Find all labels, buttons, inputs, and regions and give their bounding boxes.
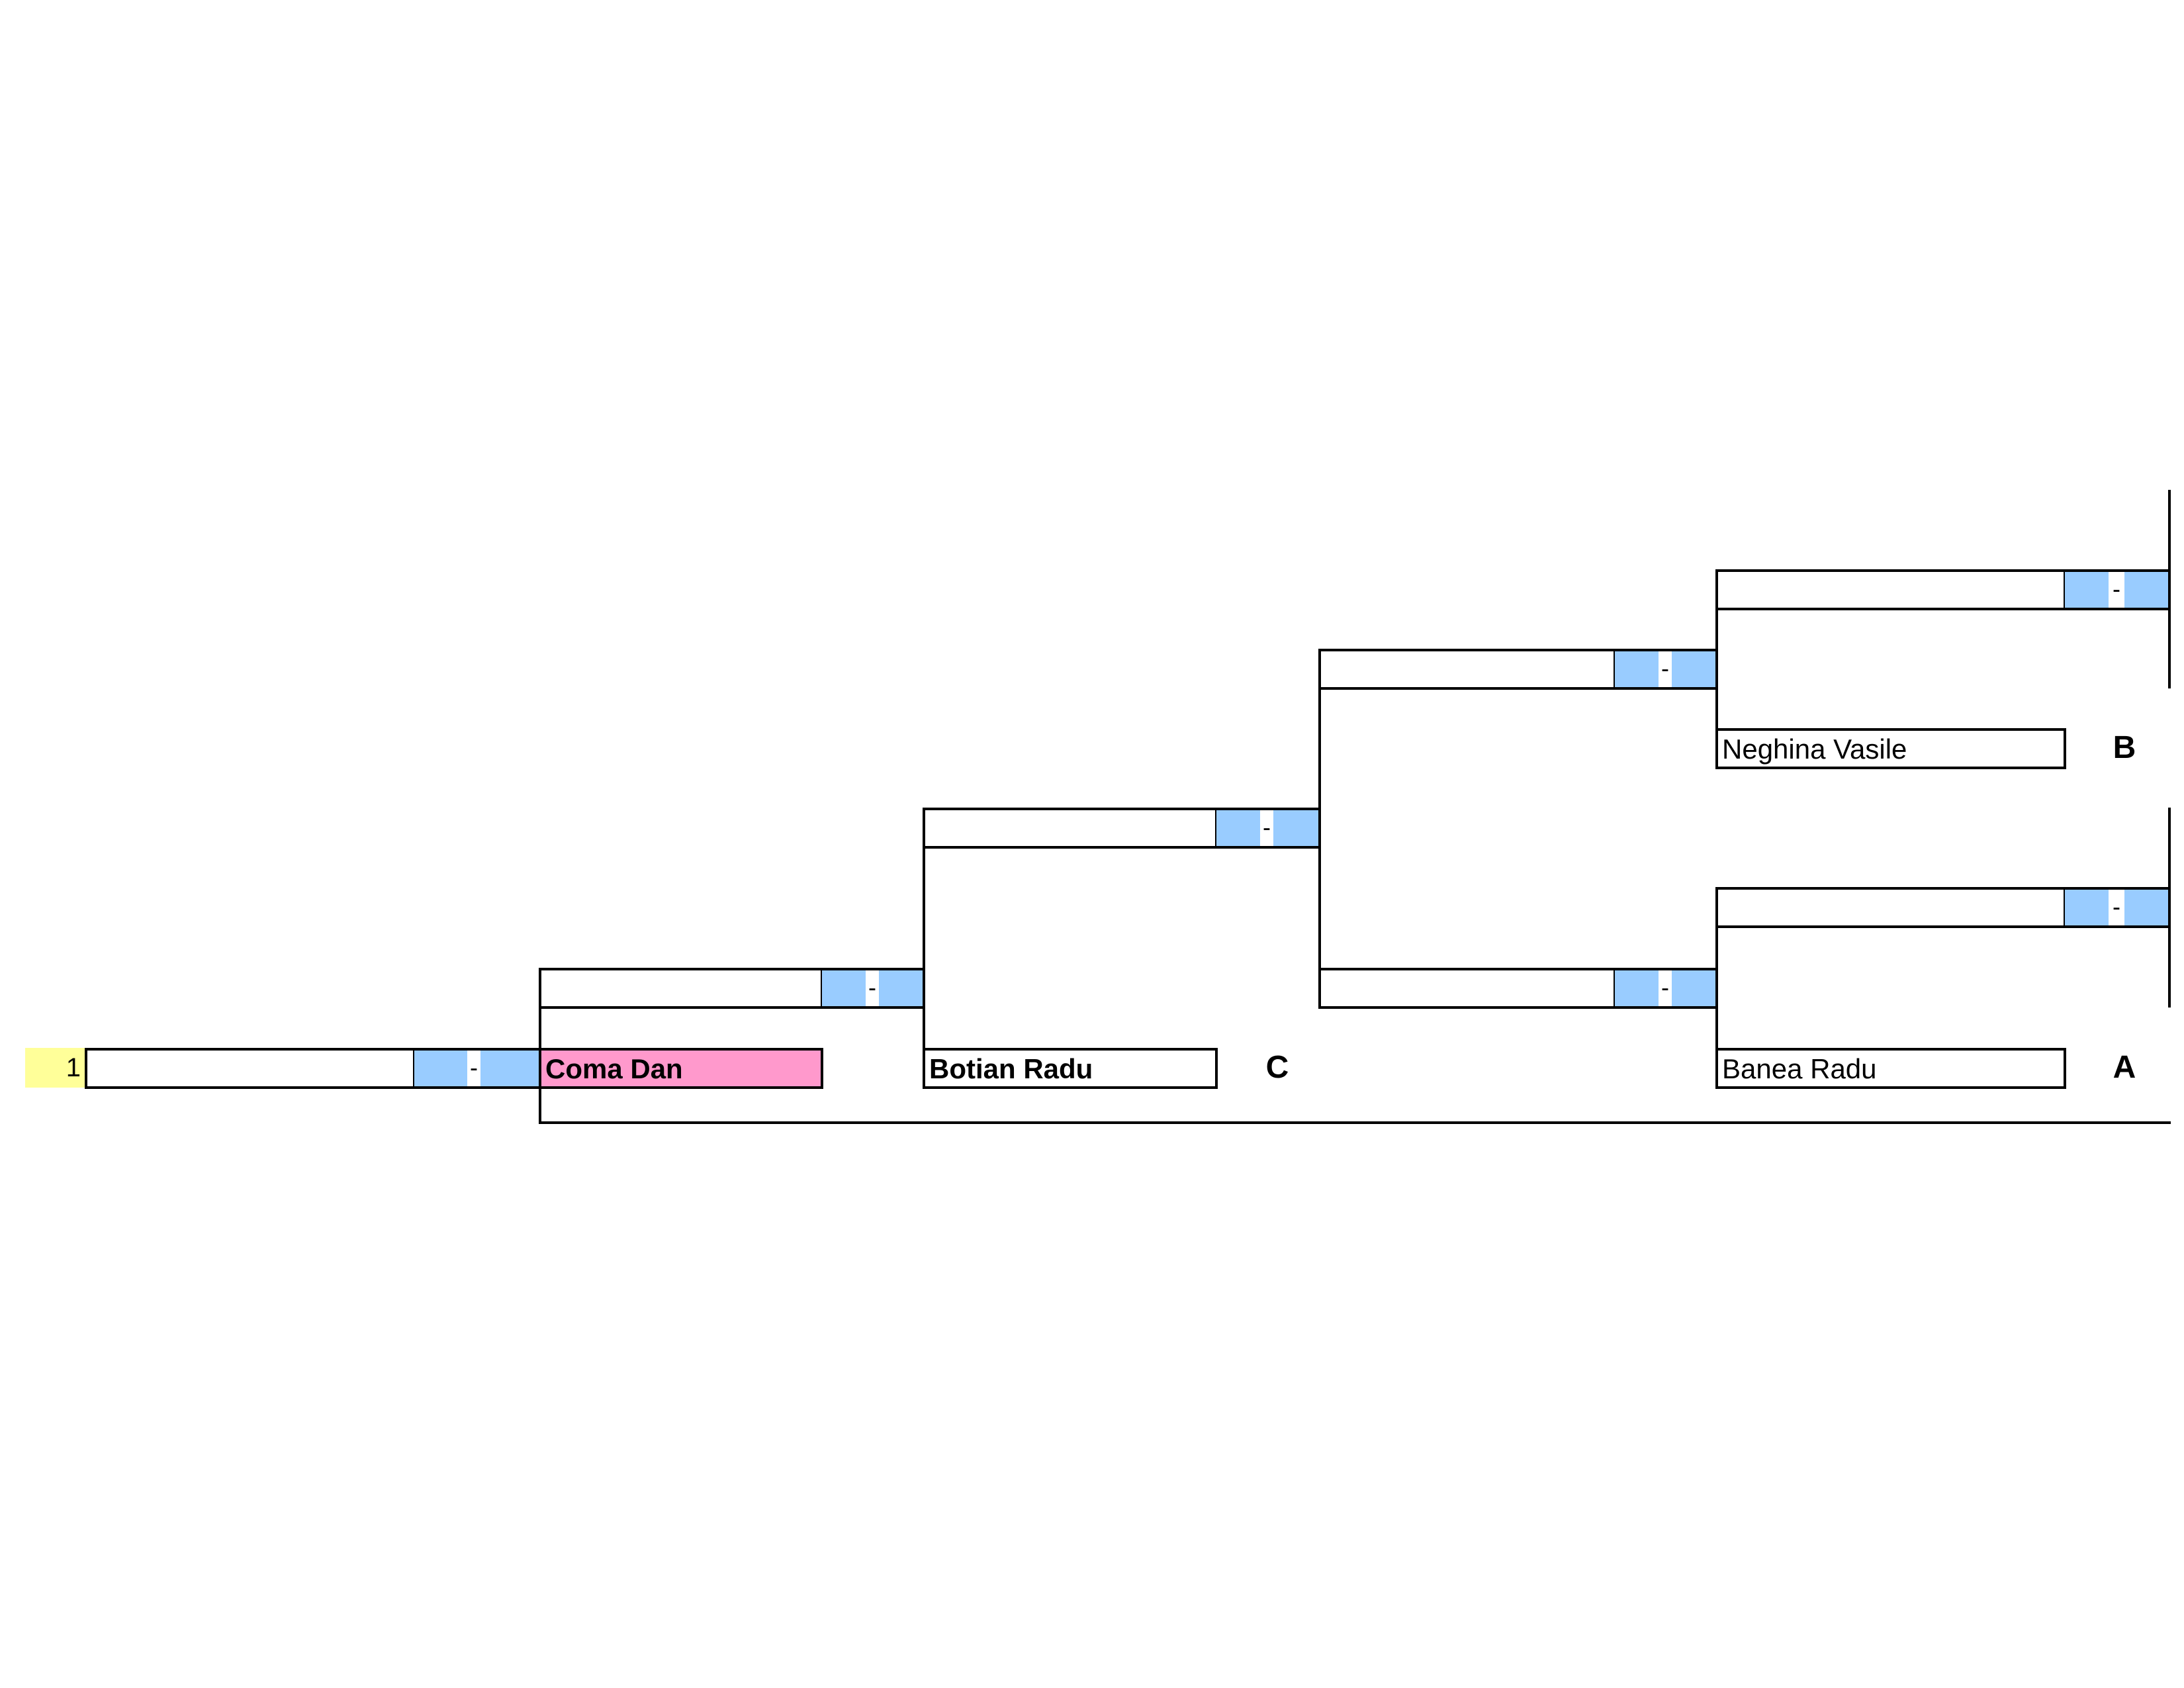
group-label-b: B [2113,730,2136,765]
bracket-line [2065,569,2171,572]
group-label-a: A [2113,1050,2136,1085]
score-cell-right[interactable] [1672,650,1717,688]
bracket-line [1615,687,1718,690]
score-separator: - [1659,969,1672,1008]
bracket-line [1615,968,1718,970]
score-separator: - [1659,650,1672,688]
score-cell-left[interactable] [822,969,866,1008]
seed-number: 1 [25,1048,86,1088]
bracket-line [539,1086,541,1123]
score-cell-left[interactable] [2065,888,2109,927]
bracket-line [1318,688,1321,969]
bracket-line [1216,808,1320,810]
score-separator: - [2109,571,2124,609]
bracket-line [1715,609,1718,729]
score-separator: - [866,969,879,1008]
score-cell-right[interactable] [1273,809,1318,847]
bracket-line [2065,925,2171,928]
bracket-line [2065,887,2171,890]
score-cell-right[interactable] [480,1049,540,1088]
bracket-line [1216,846,1320,849]
score-cell-right[interactable] [879,969,923,1008]
bracket-line [1715,927,1718,1049]
bracket-line [539,1121,2171,1124]
player-slot-empty [1715,887,2066,928]
bracket-line [923,846,925,1049]
bracket-line [822,968,924,970]
bracket-line [539,1006,541,1049]
score-cell-left[interactable] [1615,650,1659,688]
player-banea-radu[interactable]: Banea Radu [1715,1048,2066,1089]
player-slot-empty [1318,968,1616,1009]
score-separator: - [2109,888,2124,927]
score-separator: - [1260,809,1273,847]
score-cell-right[interactable] [2124,571,2169,609]
player-slot-empty [1715,569,2066,610]
player-neghina-vasile[interactable]: Neghina Vasile [1715,728,2066,769]
bracket-line [2168,490,2171,688]
player-slot-empty [85,1048,416,1089]
score-cell-right[interactable] [2124,888,2169,927]
player-slot-empty [923,808,1218,849]
score-cell-left[interactable] [414,1049,467,1088]
score-cell-left[interactable] [1216,809,1260,847]
player-coma-dan[interactable]: Coma Dan [539,1048,823,1089]
score-separator: - [467,1049,480,1088]
score-cell-left[interactable] [2065,571,2109,609]
bracket-line [822,1006,924,1009]
bracket-line [1615,649,1718,651]
player-slot-empty [1318,649,1616,690]
bracket-line [414,1048,541,1051]
bracket-line [1615,1006,1718,1009]
group-label-c: C [1265,1050,1289,1085]
bracket-line [414,1086,541,1089]
player-slot-empty [539,968,823,1009]
bracket-line [2168,808,2171,1008]
score-cell-right[interactable] [1672,969,1717,1008]
score-cell-left[interactable] [1615,969,1659,1008]
bracket-line [2065,608,2171,610]
player-botian-radu[interactable]: Botian Radu [923,1048,1218,1089]
